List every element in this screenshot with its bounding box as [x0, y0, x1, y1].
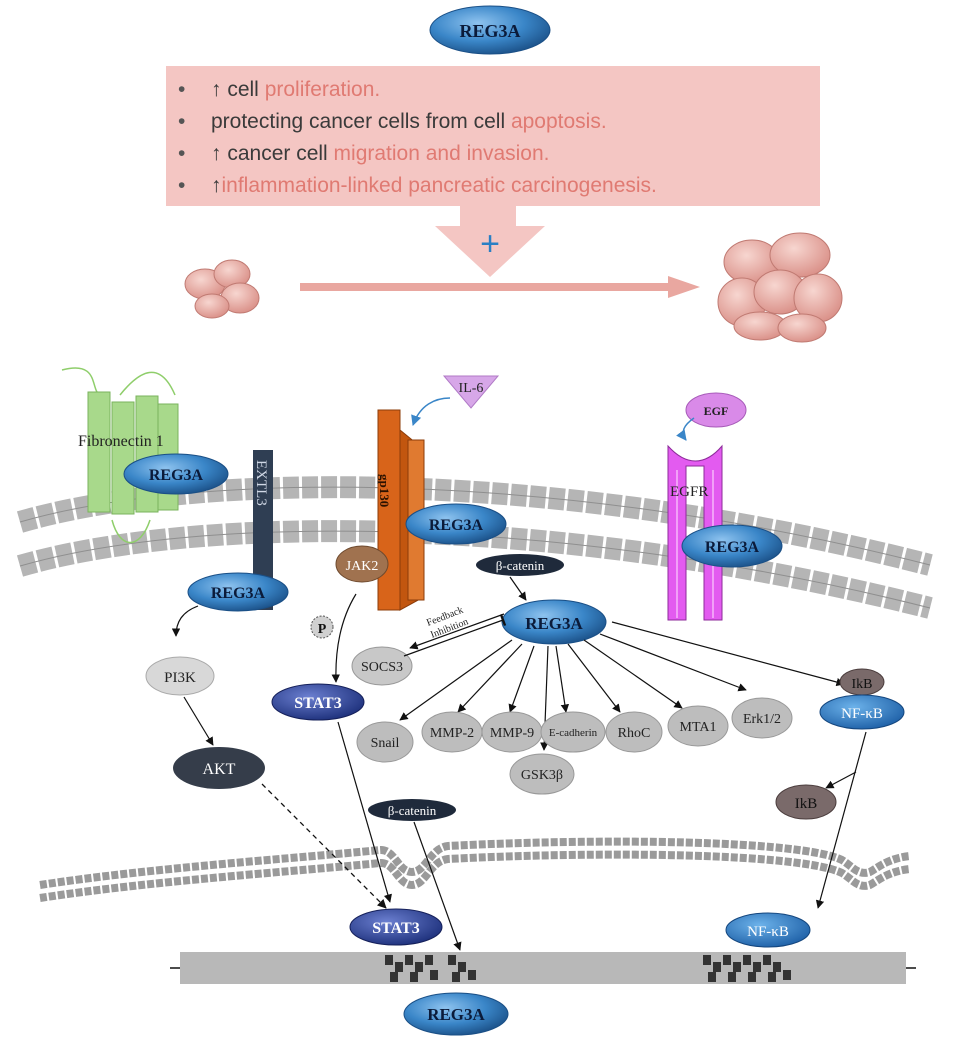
effect-text: ↑	[211, 174, 222, 197]
extl3-label: EXTL3	[253, 460, 269, 506]
target-rhoc-label: RhoC	[618, 726, 651, 741]
nfkb-cytoplasm-node	[819, 694, 905, 730]
gp130-label: gp130	[377, 474, 392, 507]
reg3a-nucleus-label: REG3A	[427, 1005, 485, 1024]
target-mmp2-label: MMP-2	[430, 726, 474, 741]
stat3-nucleus-label: STAT3	[372, 920, 419, 937]
ikb-free-node	[775, 784, 837, 820]
phospho-node	[310, 615, 334, 639]
target-snail-label: Snail	[371, 736, 400, 751]
reg3a-to-socs3-arrow	[409, 613, 505, 650]
nfkb-cytoplasm-label: NF-κB	[841, 706, 883, 722]
dna-strand	[170, 952, 916, 984]
reg3a-to-pi3k-arrow	[171, 605, 199, 637]
ikb-bound-label: IkB	[852, 677, 873, 692]
beta-catenin-top-node	[476, 554, 564, 576]
reg3a-fibronectin-node	[123, 453, 229, 495]
reg3a-nucleus-node	[403, 992, 509, 1036]
reg3a-egfr-node	[681, 524, 783, 568]
target-gsk3b-node	[509, 753, 575, 795]
akt-label: AKT	[203, 761, 236, 778]
reg3a-fibronectin-label: REG3A	[149, 467, 204, 484]
top-reg3a-node	[429, 5, 551, 55]
egf-ligand	[685, 392, 747, 428]
effect-item: ↑ cancer cell migration and invasion.	[166, 138, 820, 170]
stat3-label: STAT3	[294, 695, 341, 712]
beta-catenin-to-dna-arrow	[413, 821, 462, 951]
effects-box: ↑ cell proliferation. protecting cancer …	[166, 66, 820, 206]
egfr-label: EGFR	[670, 484, 708, 500]
jak2-to-stat3-arrow	[331, 593, 357, 683]
growth-arrow	[300, 276, 700, 298]
akt-node	[173, 747, 265, 789]
effect-down-arrow	[435, 205, 545, 277]
ikb-release-arrow	[825, 771, 857, 789]
effect-text: protecting cancer cells from cell	[211, 110, 511, 133]
reg3a-target-arrows	[399, 621, 845, 751]
effect-item: protecting cancer cells from cell apopto…	[166, 106, 820, 138]
beta-catenin-bottom-node	[368, 799, 456, 821]
effect-highlight: proliferation.	[264, 78, 381, 101]
nfkb-nucleus-label: NF-κB	[747, 924, 789, 940]
effect-item: ↑ cell proliferation.	[166, 74, 820, 106]
il6-arrow	[411, 397, 451, 426]
effects-list: ↑ cell proliferation. protecting cancer …	[166, 66, 820, 202]
ikb-free-label: IkB	[795, 796, 818, 812]
effect-text: ↑ cancer cell	[211, 142, 334, 165]
effect-item: ↑inflammation-linked pancreatic carcinog…	[166, 170, 820, 202]
gp130-receptor	[377, 409, 425, 611]
egf-arrow	[676, 417, 695, 441]
nfkb-to-nucleus-arrow	[815, 731, 867, 909]
jak2-node	[335, 545, 389, 583]
phospho-label: P	[318, 622, 327, 637]
beta-catenin-to-reg3a-arrow	[509, 576, 527, 601]
stat3-to-nucleus-arrow	[337, 721, 392, 903]
plus-sign: +	[480, 225, 500, 263]
socs3-label: SOCS3	[361, 660, 403, 675]
target-mta1-node	[667, 705, 729, 747]
socs3-node	[351, 646, 413, 686]
reg3a-gp130-node	[405, 503, 507, 545]
reg3a-center-label: REG3A	[525, 614, 583, 633]
pi3k-node	[145, 656, 215, 696]
akt-to-nucleus-dashed	[261, 783, 387, 909]
stat3-nucleus-node	[349, 908, 443, 946]
target-snail-node	[356, 721, 414, 763]
pi3k-label: PI3K	[164, 670, 196, 686]
target-gsk3b-label: GSK3β	[521, 768, 563, 783]
target-ecadherin-label: E-cadherin	[549, 727, 598, 739]
socs3-feedback-inhibition	[403, 613, 507, 657]
beta-catenin-bottom-label: β-catenin	[388, 803, 437, 818]
target-mmp9-label: MMP-9	[490, 726, 534, 741]
egf-label: EGF	[704, 404, 729, 418]
reg3a-extl3-node	[187, 572, 289, 612]
beta-catenin-top-label: β-catenin	[496, 558, 545, 573]
pi3k-to-akt-arrow	[183, 696, 214, 746]
target-erk-node	[731, 697, 793, 739]
nuclear-membrane	[39, 837, 911, 902]
reg3a-extl3-label: REG3A	[211, 585, 266, 602]
effect-highlight: inflammation-linked pancreatic carcinoge…	[221, 174, 657, 197]
il6-label: IL-6	[459, 381, 484, 396]
effect-highlight: migration and invasion.	[333, 142, 550, 165]
stat3-node	[271, 683, 365, 721]
fibronectin-label: Fibronectin 1	[78, 433, 164, 450]
large-cell-cluster	[717, 232, 843, 343]
reg3a-egfr-label: REG3A	[705, 539, 760, 556]
jak2-label: JAK2	[346, 559, 379, 574]
effect-text: ↑ cell	[211, 78, 265, 101]
nfkb-nucleus-node	[725, 912, 811, 948]
top-reg3a-label: REG3A	[459, 21, 520, 41]
reg3a-gp130-label: REG3A	[429, 517, 484, 534]
effect-highlight: apoptosis.	[510, 110, 607, 133]
target-rhoc-node	[605, 711, 663, 753]
target-mta1-label: MTA1	[680, 720, 717, 735]
il6-ligand	[442, 375, 500, 409]
small-cell-cluster	[184, 259, 260, 319]
target-ecadherin-node	[540, 711, 606, 753]
target-erk-label: Erk1/2	[743, 712, 781, 727]
extl3-receptor	[253, 450, 273, 610]
